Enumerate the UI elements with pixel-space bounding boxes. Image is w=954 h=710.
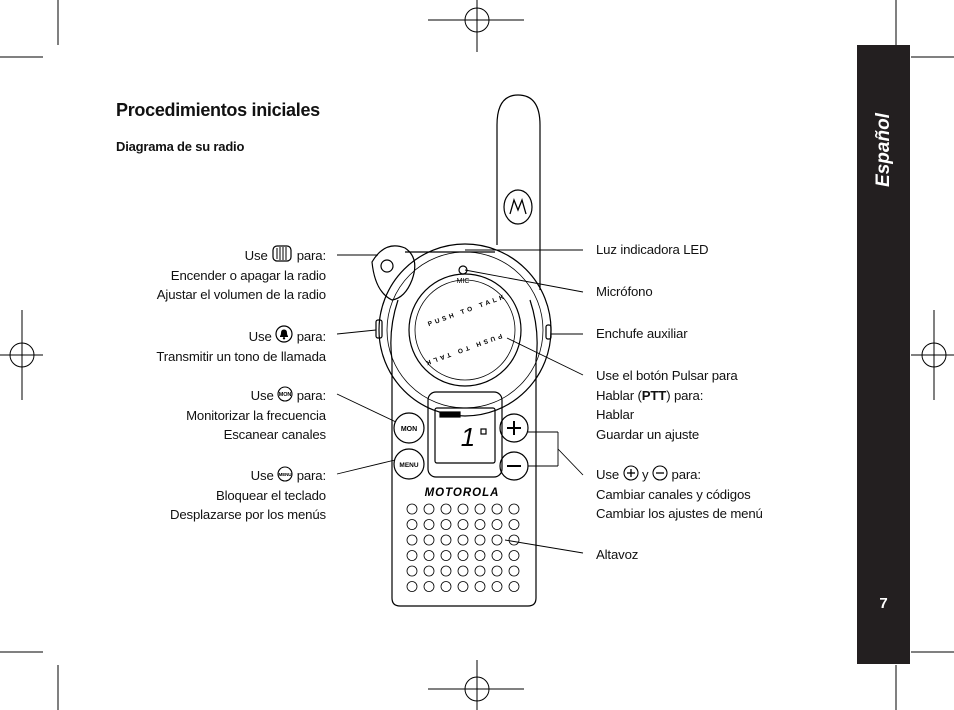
speaker-hole <box>508 565 520 577</box>
speaker-hole <box>440 550 452 561</box>
label-menu: Use MENU para: Bloquear el teclado Despl… <box>169 466 326 522</box>
speaker-hole <box>508 534 520 546</box>
svg-text:MON: MON <box>279 392 292 398</box>
label-speaker: Altavoz <box>596 547 639 562</box>
aux-jack <box>545 324 552 340</box>
brand-label: MOTOROLA <box>425 487 500 499</box>
speaker-hole <box>423 534 435 546</box>
speaker-hole <box>440 581 452 592</box>
speaker-hole <box>406 534 418 546</box>
power-volume-knob <box>371 245 416 301</box>
speaker-hole <box>406 519 418 530</box>
mon-label: MON <box>401 426 417 433</box>
speaker-hole <box>406 503 418 515</box>
minus-circle-icon <box>652 465 668 481</box>
speaker-hole <box>457 581 469 592</box>
label-call-tone: Use para: Transmitir un tono de llamada <box>156 325 326 366</box>
speaker-hole <box>440 534 452 546</box>
speaker-hole <box>423 550 435 561</box>
label-ptt: Use el botón Pulsar para Hablar (PTT) pa… <box>596 368 738 442</box>
speaker-hole <box>491 534 503 546</box>
menu-button-icon: MENU <box>277 466 293 482</box>
speaker-hole <box>423 581 435 592</box>
speaker-hole <box>457 565 469 577</box>
speaker-hole <box>508 550 520 561</box>
speaker-hole <box>406 565 418 577</box>
page-number: 7 <box>879 595 888 612</box>
power-volume-knob-icon <box>272 245 292 262</box>
ptt-ring-text-top: PUSH TO TALK <box>427 293 508 328</box>
label-led: Luz indicadora LED <box>596 242 709 257</box>
speaker-hole <box>474 550 486 561</box>
mon-button <box>393 412 425 444</box>
speaker-hole <box>491 503 503 515</box>
plus-circle-icon <box>622 465 639 481</box>
menu-button <box>393 448 425 480</box>
page-title: Procedimientos iniciales <box>116 100 320 120</box>
speaker-hole <box>474 503 486 515</box>
radio-body <box>390 299 538 607</box>
speaker-hole <box>508 519 520 530</box>
speaker-hole <box>423 565 435 577</box>
speaker-hole <box>474 581 486 592</box>
plus-button <box>499 413 529 443</box>
label-aux: Enchufe auxiliar <box>596 326 688 341</box>
speaker-hole <box>423 503 435 515</box>
label-mon: Use MON para: Monitorizar la frecuencia … <box>186 386 326 442</box>
speaker-hole <box>491 581 503 592</box>
speaker-hole <box>406 550 418 561</box>
speaker-hole <box>423 519 435 530</box>
mon-button-icon: MON <box>277 386 293 402</box>
speaker-hole <box>491 519 503 530</box>
speaker-hole <box>440 519 452 530</box>
speaker-hole <box>440 565 452 577</box>
speaker-hole <box>491 550 503 561</box>
speaker-grille <box>406 503 520 592</box>
speaker-hole <box>474 565 486 577</box>
speaker-hole <box>491 565 503 577</box>
speaker-hole <box>508 503 520 515</box>
leader-lines <box>336 249 584 554</box>
label-power-volume: Use para: Encender o apagar la radio Aju… <box>157 245 326 305</box>
call-tone-button <box>375 319 383 339</box>
call-tone-bell-icon <box>275 325 293 343</box>
speaker-hole <box>457 519 469 530</box>
section-subtitle: Diagrama de su radio <box>116 139 245 154</box>
ptt-head <box>378 243 552 417</box>
label-mic: Micrófono <box>596 284 653 299</box>
side-tab: Español 7 <box>857 45 910 664</box>
lcd-display <box>434 407 496 464</box>
speaker-hole <box>406 581 418 592</box>
speaker-hole <box>474 534 486 546</box>
label-plus-minus: Use y para: Cambiar canales y códigos Ca… <box>596 465 763 521</box>
menu-label: MENU <box>399 462 418 469</box>
svg-text:MENU: MENU <box>279 472 293 477</box>
motorola-logo-emblem <box>503 189 533 225</box>
display-digit: 1 <box>461 422 475 452</box>
speaker-hole <box>457 503 469 515</box>
speaker-hole <box>508 581 520 592</box>
speaker-hole <box>457 534 469 546</box>
antenna <box>496 94 541 290</box>
mic-label: MIC <box>457 278 470 285</box>
ptt-ring-text-bottom: PUSH TO TALK <box>422 332 503 367</box>
speaker-hole <box>440 503 452 515</box>
speaker-hole <box>474 519 486 530</box>
speaker-hole <box>457 550 469 561</box>
ptt-button <box>408 273 522 387</box>
